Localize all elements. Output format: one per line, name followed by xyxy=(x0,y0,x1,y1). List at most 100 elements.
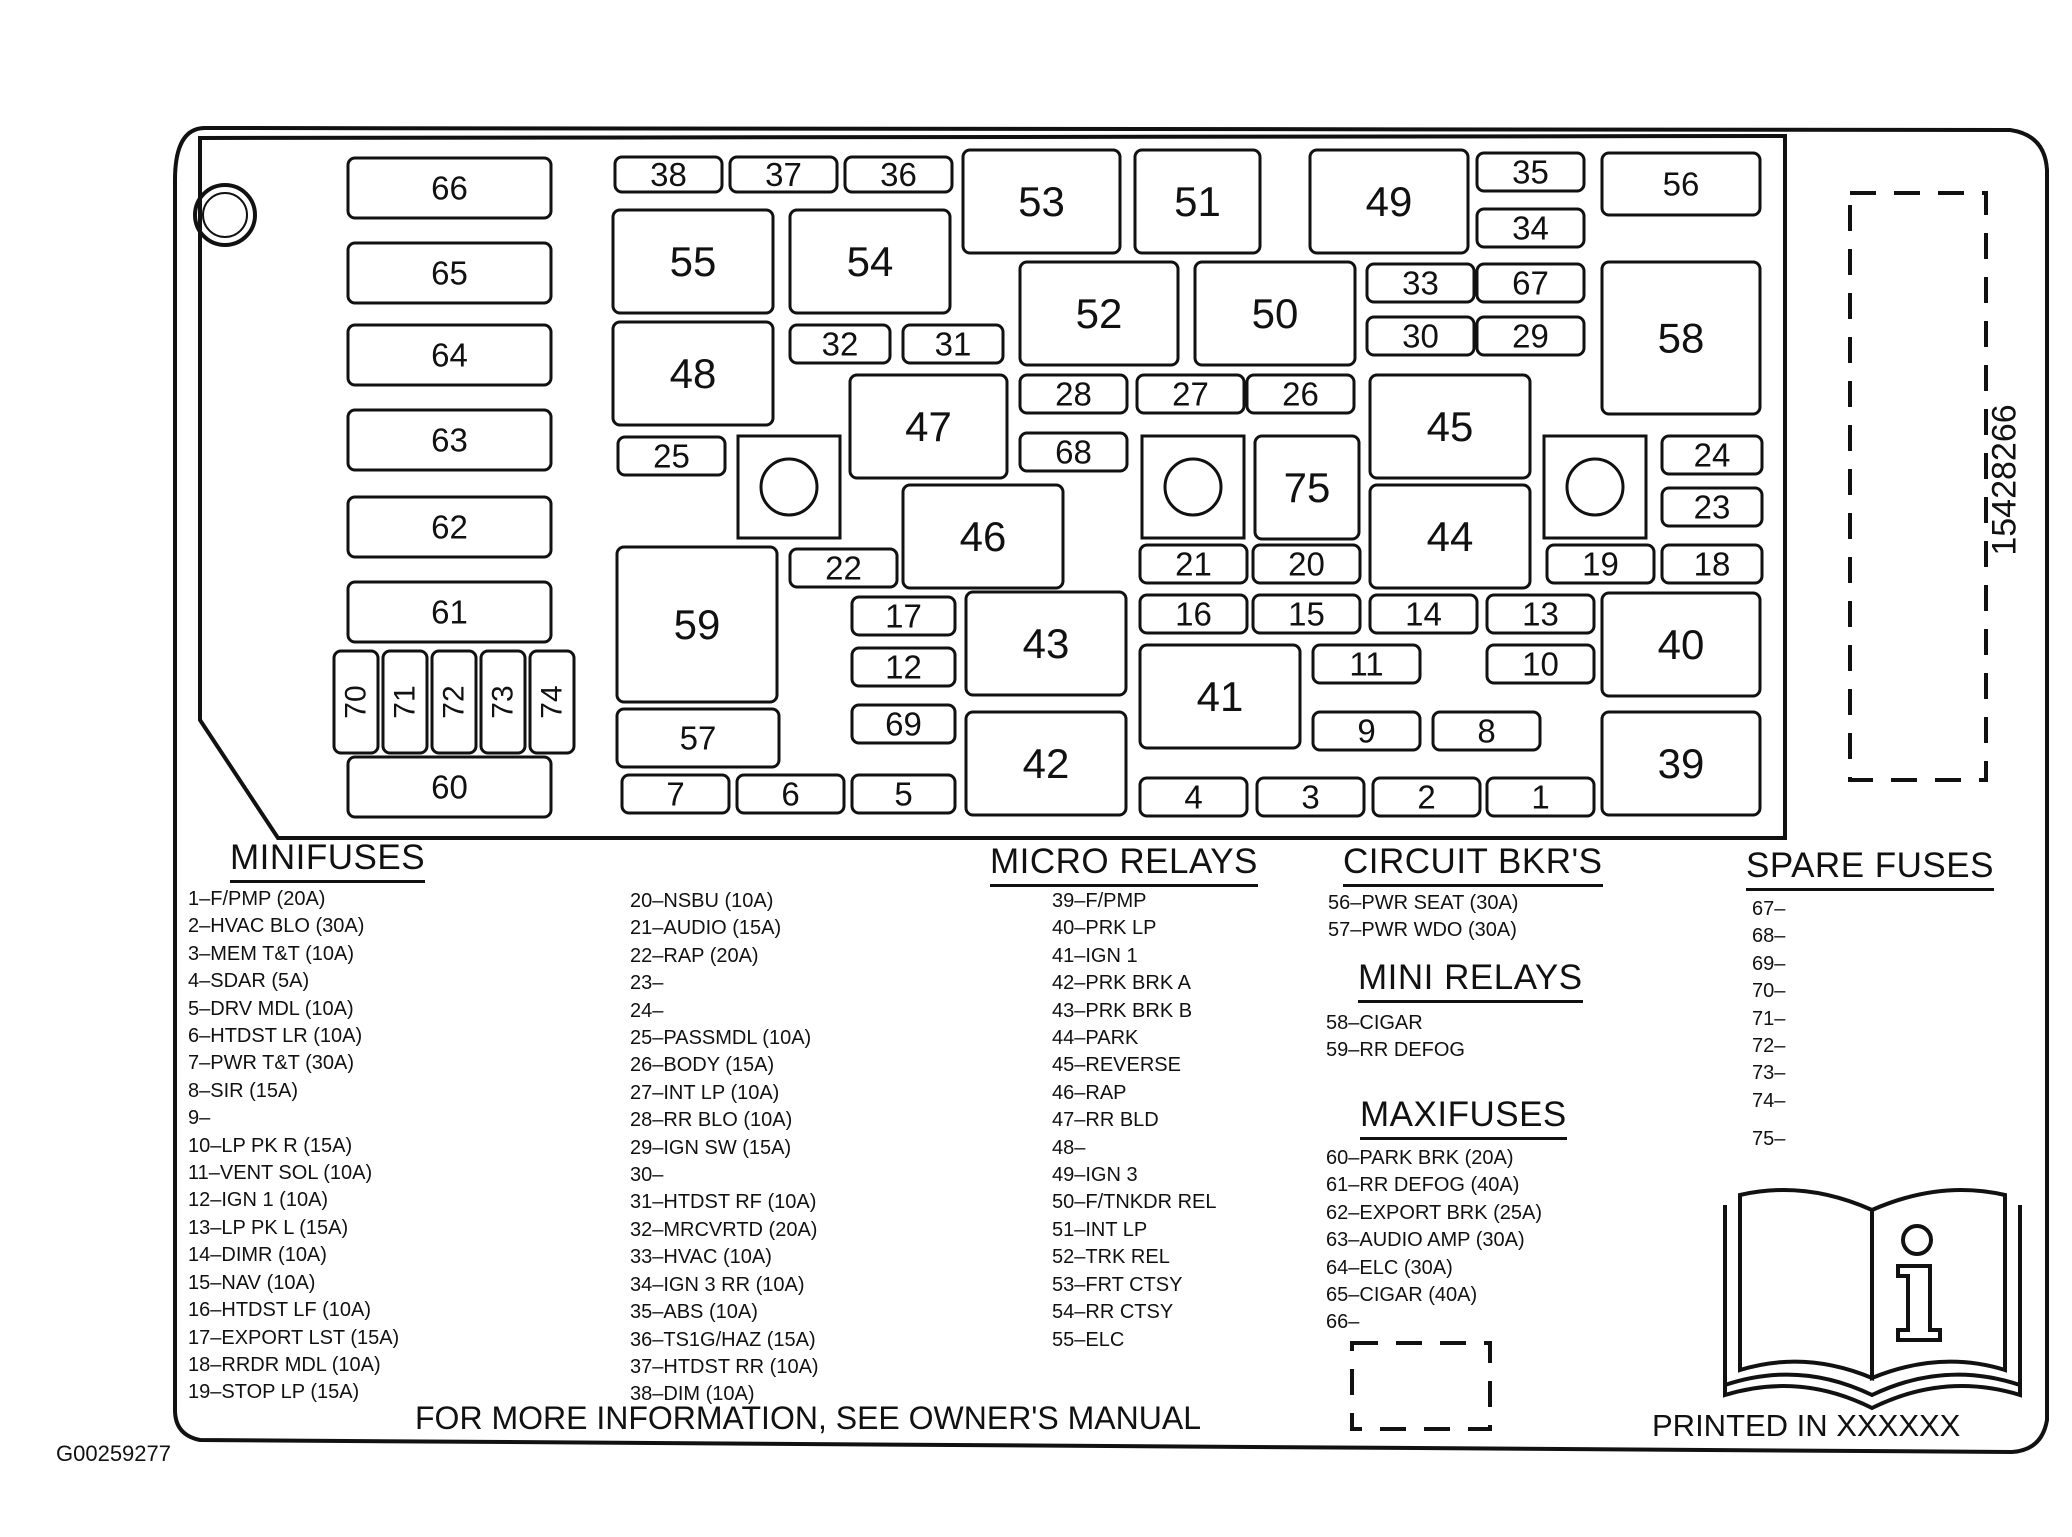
legend-item: 23– xyxy=(630,972,664,995)
slot-box xyxy=(1193,260,1357,367)
legend-item: 20–NSBU (10A) xyxy=(630,890,774,912)
legend-item: 36–TS1G/HAZ (15A) xyxy=(630,1328,816,1351)
slot-65: 65 xyxy=(346,241,553,305)
slot-63: 63 xyxy=(346,408,553,472)
slot-12: 12 xyxy=(850,646,957,688)
legend-item: 55–ELC xyxy=(1052,1328,1125,1351)
slot-number: 7 xyxy=(666,776,684,813)
slot-number: 40 xyxy=(1658,621,1705,668)
slot-number: 72 xyxy=(438,685,471,718)
slot-number: 62 xyxy=(431,509,468,546)
slot-35: 35 xyxy=(1475,151,1586,193)
legend-item: 54–RR CTSY xyxy=(1052,1301,1174,1324)
legend-item: 63–AUDIO AMP (30A) xyxy=(1326,1229,1525,1252)
slot-71: 71 xyxy=(381,649,429,755)
slot-51: 51 xyxy=(1133,148,1262,255)
slot-36: 36 xyxy=(843,155,954,194)
slot-number: 22 xyxy=(825,550,862,587)
slot-14: 14 xyxy=(1368,593,1479,635)
slot-number: 59 xyxy=(674,601,721,648)
legend-item: 1–F/PMP (20A) xyxy=(188,888,326,910)
slot-box xyxy=(728,155,839,194)
legend-item: 10–LP PK R (15A) xyxy=(188,1134,353,1157)
slot-number: 15 xyxy=(1288,596,1325,633)
circuit-bkrs-list: 56–PWR SEAT (30A)57–PWR WDO (30A) xyxy=(1328,890,1518,945)
slot-number: 21 xyxy=(1175,546,1212,583)
legend-item: 12–IGN 1 (10A) xyxy=(188,1189,329,1212)
slot-box xyxy=(1255,776,1366,818)
slot-box xyxy=(1600,591,1762,698)
slot-17: 17 xyxy=(850,595,957,637)
slot-box xyxy=(615,545,779,704)
dashed-label-area xyxy=(1848,191,1988,782)
slot-box xyxy=(850,703,957,745)
legend-item: 24– xyxy=(630,999,664,1022)
slot-number: 73 xyxy=(487,685,520,718)
slot-74: 74 xyxy=(528,649,576,755)
slot-box xyxy=(615,707,781,769)
figure-id: G00259277 xyxy=(56,1441,171,1466)
slot-68: 68 xyxy=(1018,431,1129,473)
part-number: 15428266 xyxy=(1985,404,2024,556)
legend-item: 68– xyxy=(1752,925,1786,948)
slot-26: 26 xyxy=(1245,373,1356,415)
legend-item: 50–F/TNKDR REL xyxy=(1052,1191,1217,1214)
legend-item: 60–PARK BRK (20A) xyxy=(1326,1147,1514,1169)
slot-number: 30 xyxy=(1402,318,1439,355)
slot-32: 32 xyxy=(788,323,892,365)
legend-item: 56–PWR SEAT (30A) xyxy=(1328,892,1519,914)
slot-number: 36 xyxy=(880,156,917,193)
legend-item: 45–REVERSE xyxy=(1052,1054,1181,1077)
legend-item: 19–STOP LP (15A) xyxy=(188,1381,360,1404)
slot-42: 42 xyxy=(964,710,1128,817)
legend-item: 67– xyxy=(1752,898,1786,920)
slot-box xyxy=(1135,373,1246,415)
slot-33: 33 xyxy=(1365,262,1476,304)
legend-item: 44–PARK xyxy=(1052,1027,1139,1050)
slot-box xyxy=(1365,315,1476,357)
legend-item: 46–RAP xyxy=(1052,1081,1127,1104)
legend-item: 72– xyxy=(1752,1035,1786,1058)
slot-64: 64 xyxy=(346,323,553,387)
slot-38: 38 xyxy=(613,155,724,194)
slot-48: 48 xyxy=(611,320,775,427)
slot-box xyxy=(735,773,846,815)
slot-box xyxy=(430,649,478,755)
slot-box xyxy=(1253,434,1361,541)
slot-53: 53 xyxy=(961,148,1122,255)
legend-item: 11–VENT SOL (10A) xyxy=(188,1162,373,1185)
relay-post-icon xyxy=(736,434,842,540)
slot-10: 10 xyxy=(1485,643,1596,685)
slot-8: 8 xyxy=(1431,710,1542,752)
slot-6: 6 xyxy=(735,773,846,815)
slot-box xyxy=(1485,776,1596,818)
slot-number: 65 xyxy=(431,255,468,292)
legend-item: 49–IGN 3 xyxy=(1052,1164,1138,1187)
slot-number: 39 xyxy=(1658,740,1705,787)
legend-item: 7–PWR T&T (30A) xyxy=(188,1052,354,1075)
slot-box xyxy=(850,595,957,637)
slot-27: 27 xyxy=(1135,373,1246,415)
slot-67: 67 xyxy=(1475,262,1586,304)
relay-post-icon xyxy=(1542,434,1648,540)
slot-number: 19 xyxy=(1582,546,1619,583)
slot-box xyxy=(1368,373,1532,480)
minifuses-list-1: 1–F/PMP (20A)2–HVAC BLO (30A)3–MEM T&T (… xyxy=(188,886,399,1407)
legend-item: 32–MRCVRTD (20A) xyxy=(630,1218,818,1241)
owners-manual-book-icon xyxy=(1723,1188,2022,1411)
slot-box xyxy=(1660,543,1764,585)
slot-number: 47 xyxy=(905,403,952,450)
slot-box xyxy=(788,208,952,315)
slot-box xyxy=(850,646,957,688)
relay-post-icon xyxy=(1140,434,1246,540)
slot-2: 2 xyxy=(1371,776,1482,818)
slot-number: 16 xyxy=(1175,596,1212,633)
slot-number: 70 xyxy=(340,685,373,718)
slot-box xyxy=(1475,151,1586,193)
slot-5: 5 xyxy=(850,773,957,815)
dashed-label-area xyxy=(1350,1341,1492,1431)
slot-number: 33 xyxy=(1402,265,1439,302)
slot-19: 19 xyxy=(1545,543,1656,585)
legend-item: 74– xyxy=(1752,1089,1786,1112)
